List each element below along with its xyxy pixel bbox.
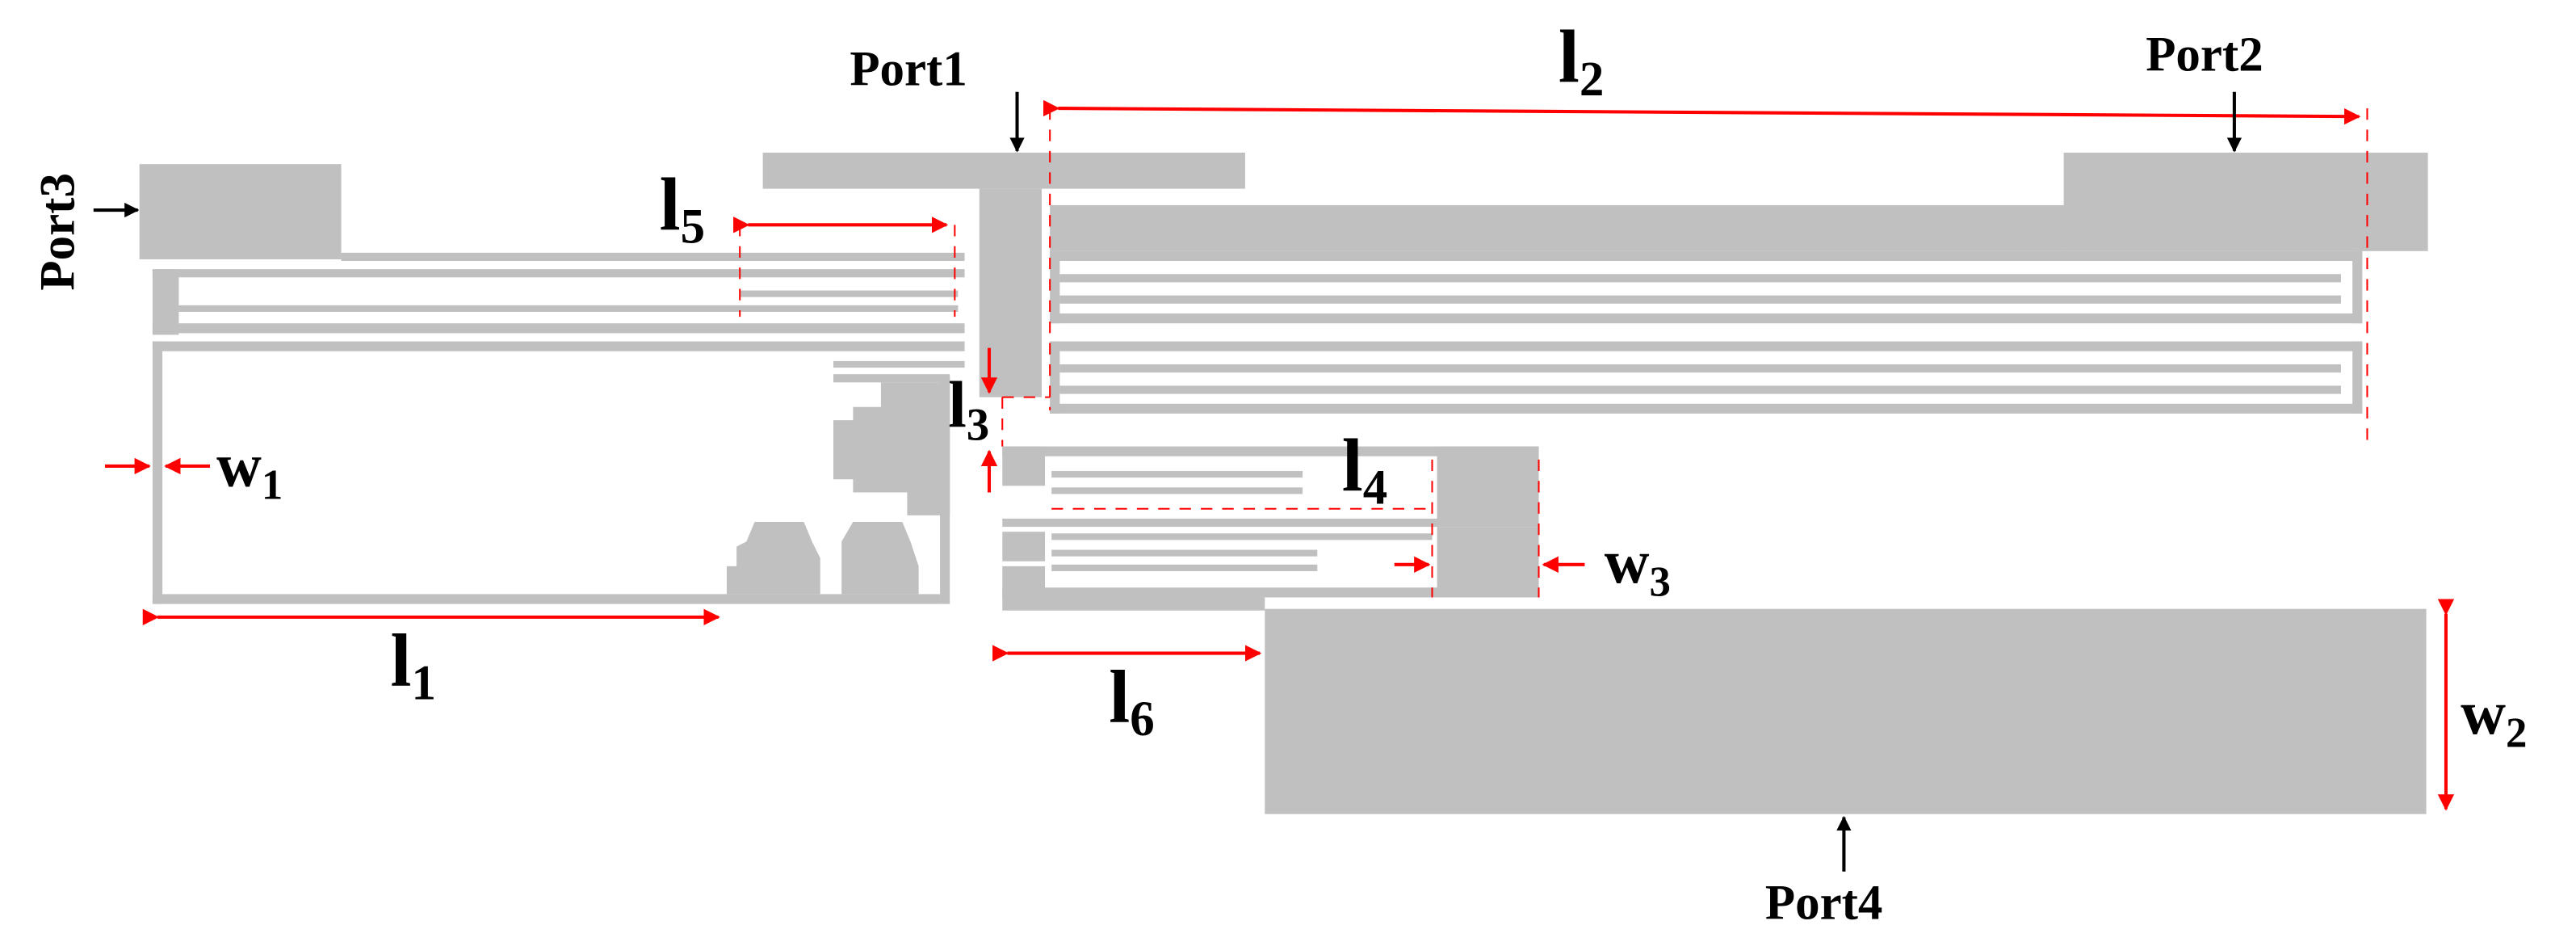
upper-right-line (1050, 204, 2067, 251)
l2-label: l2 (1559, 16, 1604, 107)
dimension-guides (739, 108, 2368, 598)
l5-label: l5 (660, 163, 705, 254)
l1-label: l1 (390, 620, 435, 710)
port4-pad (1265, 608, 2427, 814)
left-resonator (139, 164, 965, 604)
w1-label: w1 (216, 430, 283, 508)
l2-arrow (1043, 99, 2361, 125)
stepped-stub-upper (833, 382, 950, 515)
l3-label: l3 (948, 368, 989, 450)
middle-resonator (1002, 446, 1539, 611)
stepped-stub-lower (726, 522, 919, 595)
port3-pad (139, 164, 342, 259)
l4-label: l4 (1342, 424, 1387, 515)
w3-label: w3 (1605, 527, 1671, 605)
w2-label: w2 (2461, 678, 2527, 756)
left-feed-line (341, 252, 965, 262)
port2-label: Port2 (2146, 27, 2263, 82)
right-resonator (1050, 152, 2428, 414)
port1-top-line (762, 152, 1245, 189)
port-arrows (93, 91, 2242, 872)
port2-pad (2063, 152, 2428, 251)
dimension-arrows (105, 99, 2455, 811)
l6-label: l6 (1109, 656, 1154, 746)
port4-label: Port4 (1765, 877, 1883, 931)
port3-label: Port3 (31, 173, 85, 291)
port1-label: Port1 (850, 43, 967, 97)
